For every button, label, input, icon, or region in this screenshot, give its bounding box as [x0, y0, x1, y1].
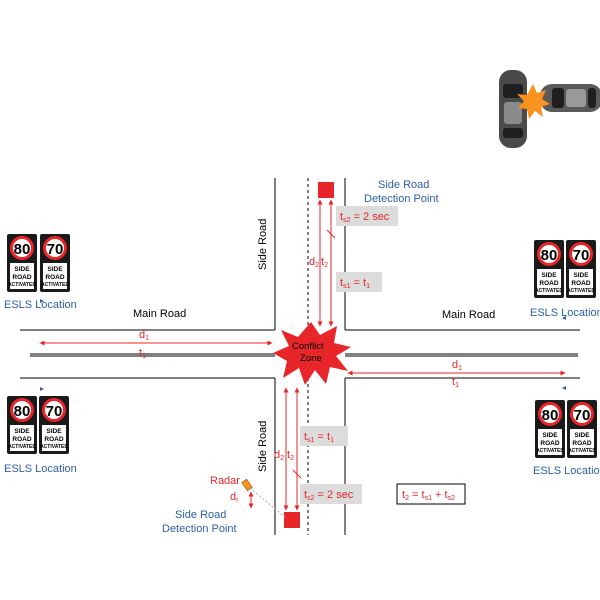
detection-point-south-label-1: Side Road	[175, 509, 226, 521]
svg-text:ROAD: ROAD	[12, 274, 31, 281]
speed-sign-icon: 70 SIDE ROAD ACTIVATED	[566, 240, 596, 298]
conflict-zone-label-2: Zone	[300, 353, 322, 364]
side-road-label-south: Side Road	[257, 421, 269, 472]
speed-sign-icon: 80 SIDE ROAD ACTIVATED	[7, 234, 37, 292]
t1-label-east: t1	[452, 376, 459, 389]
main-road-label-west: Main Road	[133, 308, 186, 320]
speed-sign-icon: 70 SIDE ROAD ACTIVATED	[40, 234, 70, 292]
ts2-callout-south: ts2 = 2 sec	[304, 489, 354, 502]
svg-text:SIDE: SIDE	[542, 432, 558, 439]
d1-label-west: d1	[139, 329, 149, 342]
svg-text:70: 70	[573, 247, 590, 264]
speed-sign-icon: 70 SIDE ROAD ACTIVATED	[567, 400, 597, 458]
side-road-label-north: Side Road	[257, 219, 269, 270]
d1-label-east: d1	[452, 359, 462, 372]
svg-text:80: 80	[541, 247, 558, 264]
svg-text:ACTIVATED: ACTIVATED	[41, 282, 69, 288]
esls-location-markers	[40, 299, 566, 391]
svg-text:SIDE: SIDE	[14, 266, 30, 273]
north-measure	[317, 199, 336, 327]
speed-sign-icon: 80 SIDE ROAD ACTIVATED	[535, 400, 565, 458]
esls-signs-se: 80 SIDE ROAD ACTIVATED 70 SIDE ROAD ACTI…	[535, 400, 597, 458]
ts1-callout-south-bg	[300, 426, 348, 446]
esls-label-sw: ESLS Location	[4, 463, 77, 475]
conflict-zone: Conflict Zone	[273, 322, 351, 385]
detection-point-south-label-2: Detection Point	[162, 523, 237, 535]
svg-text:ACTIVATED: ACTIVATED	[8, 444, 36, 450]
radar-label: Radar	[210, 475, 240, 487]
esls-label-se: ESLS Location	[533, 465, 600, 477]
svg-text:ROAD: ROAD	[571, 280, 590, 287]
ts2-callout-south-bg	[300, 484, 362, 504]
road-edges	[20, 178, 580, 535]
svg-text:80: 80	[14, 241, 31, 258]
d2-label-north: d2	[309, 256, 319, 269]
conflict-zone-label-1: Conflict	[292, 341, 324, 352]
svg-text:ACTIVATED: ACTIVATED	[536, 448, 564, 454]
speed-sign-icon: 70 SIDE ROAD ACTIVATED	[39, 396, 69, 454]
detection-point-north-label-1: Side Road	[378, 179, 429, 191]
ts1-callout-south: ts1 = t1	[304, 431, 334, 444]
esls-signs-nw: 80 SIDE ROAD ACTIVATED 70 SIDE ROAD ACTI…	[7, 234, 70, 292]
radar-icon	[241, 478, 287, 519]
detection-point-north-marker	[318, 182, 334, 198]
svg-text:80: 80	[542, 407, 559, 424]
svg-text:80: 80	[14, 403, 31, 420]
detection-point-south-marker	[284, 512, 300, 528]
speed-sign-icon: 80 SIDE ROAD ACTIVATED	[534, 240, 564, 298]
svg-text:70: 70	[46, 403, 63, 420]
esls-signs-sw: 80 SIDE ROAD ACTIVATED 70 SIDE ROAD ACTI…	[7, 396, 69, 454]
radar-distance-label: dr	[230, 491, 239, 504]
svg-text:SIDE: SIDE	[574, 432, 590, 439]
svg-text:SIDE: SIDE	[573, 272, 589, 279]
esls-label-nw: ESLS Location	[4, 299, 77, 311]
ts2-callout-north: ts2 = 2 sec	[340, 211, 390, 224]
svg-text:70: 70	[574, 407, 591, 424]
ts1-callout-north: ts1 = t1	[340, 277, 370, 290]
t1-label-west: t1	[139, 347, 146, 360]
speed-sign-icon: 80 SIDE ROAD ACTIVATED	[7, 396, 37, 454]
svg-text:ROAD: ROAD	[540, 440, 559, 447]
svg-text:ACTIVATED: ACTIVATED	[8, 282, 36, 288]
svg-text:ACTIVATED: ACTIVATED	[568, 448, 596, 454]
car-collision-icon	[499, 70, 600, 148]
formula-text: t2 = ts1 + ts2	[402, 489, 455, 502]
svg-text:SIDE: SIDE	[14, 428, 30, 435]
svg-text:ROAD: ROAD	[539, 280, 558, 287]
main-road-east-measure: d1 t1	[347, 359, 566, 389]
detection-point-north-label-2: Detection Point	[364, 193, 439, 205]
esls-signs-ne: 80 SIDE ROAD ACTIVATED 70 SIDE ROAD ACTI…	[534, 240, 596, 298]
svg-text:ROAD: ROAD	[44, 436, 63, 443]
formula-box	[396, 483, 466, 505]
svg-text:ACTIVATED: ACTIVATED	[567, 288, 595, 294]
esls-label-ne: ESLS Location	[530, 307, 600, 319]
svg-text:ACTIVATED: ACTIVATED	[535, 288, 563, 294]
svg-text:70: 70	[47, 241, 64, 258]
svg-text:ROAD: ROAD	[45, 274, 64, 281]
ts1-callout-north-bg	[336, 272, 382, 292]
conflict-zone-burst	[273, 322, 351, 385]
d2-label-south: d2	[274, 449, 284, 462]
svg-text:ACTIVATED: ACTIVATED	[40, 444, 68, 450]
svg-text:ROAD: ROAD	[572, 440, 591, 447]
ts2-callout-north-bg	[336, 206, 398, 226]
t2-label-south: t2	[287, 449, 294, 462]
main-road-label-east: Main Road	[442, 309, 495, 321]
svg-text:SIDE: SIDE	[47, 266, 63, 273]
svg-text:SIDE: SIDE	[46, 428, 62, 435]
main-road-west-measure: d1 t1	[39, 329, 273, 360]
south-measure	[283, 387, 302, 511]
svg-text:ROAD: ROAD	[12, 436, 31, 443]
t2-label-north: t2	[321, 256, 328, 269]
svg-text:SIDE: SIDE	[541, 272, 557, 279]
